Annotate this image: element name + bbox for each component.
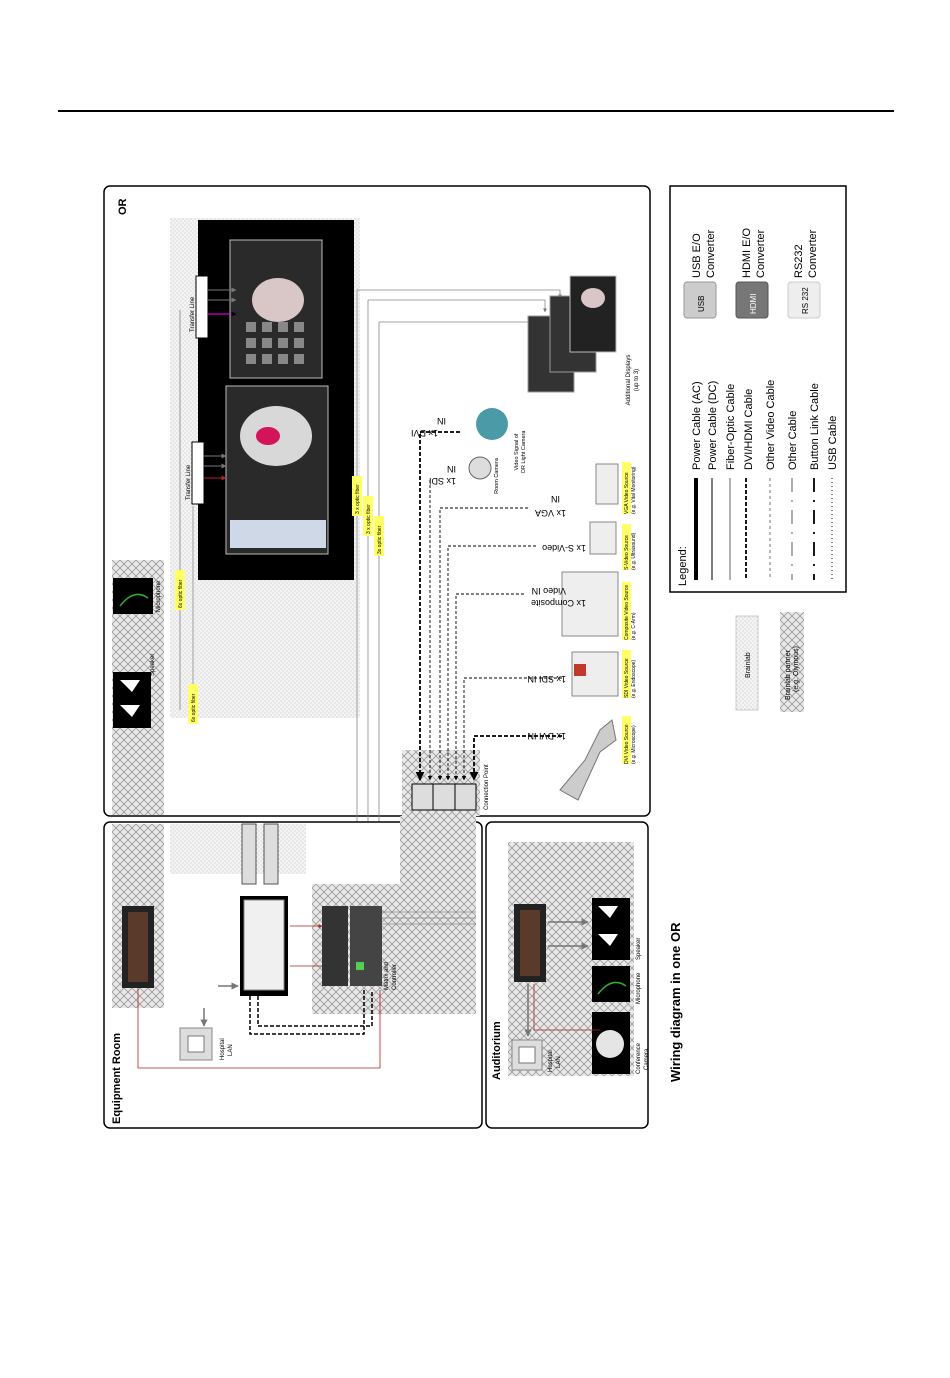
pattern-label: Brainlab: [745, 652, 752, 678]
fiber-label: 3x optic fiber: [377, 525, 383, 554]
converter-label: Converter: [755, 229, 767, 278]
input-label: 1x VGA: [535, 508, 566, 518]
light-camera-label-2: OR Light Camera: [521, 430, 527, 474]
input-label: 1x Composite: [531, 598, 586, 608]
legend: Legend: Power Cable (AC) Power Cable (DC…: [669, 185, 847, 712]
transfer-line-label: Transfer Line: [190, 296, 196, 332]
fiber-label: 3 x optic fiber: [366, 504, 372, 534]
matrix-controller-label-2: Controller: [392, 964, 398, 990]
input-label: 1x DVI: [411, 428, 438, 438]
auditorium-lan-label: Hospital: [548, 1050, 554, 1072]
legend-cable-label: Power Cable (AC): [691, 381, 703, 470]
source-sub: (e.g. Endoscope): [631, 660, 637, 698]
source-label: SDI Video Source: [624, 658, 630, 698]
transfer-line-label: Transfer Line: [186, 464, 192, 500]
or-room: OR Transfer Line Transfer Line Mi: [103, 185, 651, 880]
pattern-sub: (e.g. Olympus): [793, 646, 800, 692]
pattern-label: Brainlab partner: [785, 650, 792, 700]
matrix-switch-icon: [322, 906, 348, 986]
brainlab-swatch: [735, 615, 759, 711]
hdmi-converter-icon: [735, 281, 769, 319]
rs232-converter-icon: [787, 281, 821, 319]
source-sub: (e.g. Microscope): [631, 725, 637, 764]
composite-source-icon: [561, 571, 619, 637]
source-label: Composite Video Source: [624, 585, 630, 640]
legend-cable-label: Other Cable: [787, 411, 799, 470]
conference-camera-label: Conference: [636, 1042, 642, 1074]
converter-label: USB E/O: [691, 233, 703, 278]
auditorium-lan-label-2: LAN: [556, 1056, 562, 1068]
conference-camera-label-2: Camera: [644, 1048, 650, 1070]
input-label: Video IN: [532, 586, 566, 596]
connection-point-box: [411, 783, 477, 811]
input-label: 1x SDI IN: [527, 674, 566, 684]
legend-cable-label: Other Video Cable: [765, 380, 777, 470]
legend-cable-label: Fiber-Optic Cable: [725, 384, 737, 470]
converter-label: Converter: [705, 229, 717, 278]
microphone-label: Microphone: [156, 580, 162, 612]
top-rule: [58, 110, 894, 112]
light-camera-label: Video Signal of: [514, 433, 520, 470]
vga-source-icon: [595, 463, 619, 505]
auditorium-label: Auditorium: [491, 1021, 503, 1080]
diagram-title: Wiring diagram in one OR: [668, 922, 683, 1082]
additional-display-icon: [569, 275, 617, 353]
auditorium-microphone-label: Microphone: [636, 972, 642, 1004]
controller-icon: [350, 906, 382, 986]
source-label: VGA Video Source: [624, 472, 630, 514]
legend-cable-label: Button Link Cable: [809, 383, 821, 470]
or-room-label: OR: [117, 198, 129, 215]
room-camera-icon: [468, 456, 492, 480]
source-sub: (e.g. Ultrasound): [631, 532, 637, 570]
auditorium-room: Auditorium Speaker Microphone Conference…: [485, 821, 650, 1129]
legend-cable-label: DVI/HDMI Cable: [743, 389, 755, 470]
room-camera-label: Room Camera: [494, 457, 500, 494]
input-label: IN: [437, 416, 446, 426]
hospital-lan-label: Hospital: [220, 1038, 226, 1060]
converter-badge: HDMI: [749, 294, 758, 314]
connection-point-label: Connection Point: [484, 764, 490, 810]
or-light-camera-icon: [476, 408, 508, 440]
usb-converter-icon: [683, 281, 717, 319]
converter-label: RS232: [793, 244, 805, 278]
source-sub: (e.g. C-Arm): [631, 612, 637, 640]
converter-badge: RS 232: [801, 287, 810, 314]
input-label: 1x S-Video: [542, 543, 586, 553]
fiber-label: 3 x optic fiber: [355, 484, 361, 514]
converter-label: HDMI E/O: [741, 227, 753, 278]
converter-badge: USB: [697, 296, 706, 312]
legend-cable-label: Power Cable (DC): [707, 381, 719, 470]
additional-displays-sub: (up to 3): [634, 369, 640, 391]
auditorium-speaker-label: Speaker: [636, 938, 642, 960]
input-label: 1x SDI: [429, 476, 456, 486]
brainlab-partner-swatch: [780, 612, 804, 712]
equipment-room-label: Equipment Room: [111, 1033, 123, 1124]
converter-label: Converter: [807, 229, 819, 278]
input-label: IN: [447, 464, 456, 474]
input-label: IN: [551, 494, 560, 504]
fiber-label: 6x optic fiber: [178, 579, 184, 608]
source-sub: (e.g. Vital Monitoring): [631, 466, 637, 514]
speaker-label: Speaker: [150, 654, 156, 676]
source-label: DVI Video Source: [624, 724, 630, 764]
additional-displays-label: Additional Displays: [626, 355, 632, 406]
microscope-source-icon: [559, 719, 617, 801]
fiber-label: 6x optic fiber: [191, 693, 197, 722]
matrix-controller-label: Matrix and: [384, 962, 390, 990]
hospital-lan-label-2: LAN: [228, 1044, 234, 1056]
equipment-room: Equipment Room Matrix and Controller Hos…: [103, 816, 483, 1129]
source-label: S-Video Source: [624, 535, 630, 570]
svideo-source-icon: [589, 521, 617, 555]
legend-cable-label: USB Cable: [827, 416, 839, 470]
legend-title: Legend:: [677, 546, 689, 586]
